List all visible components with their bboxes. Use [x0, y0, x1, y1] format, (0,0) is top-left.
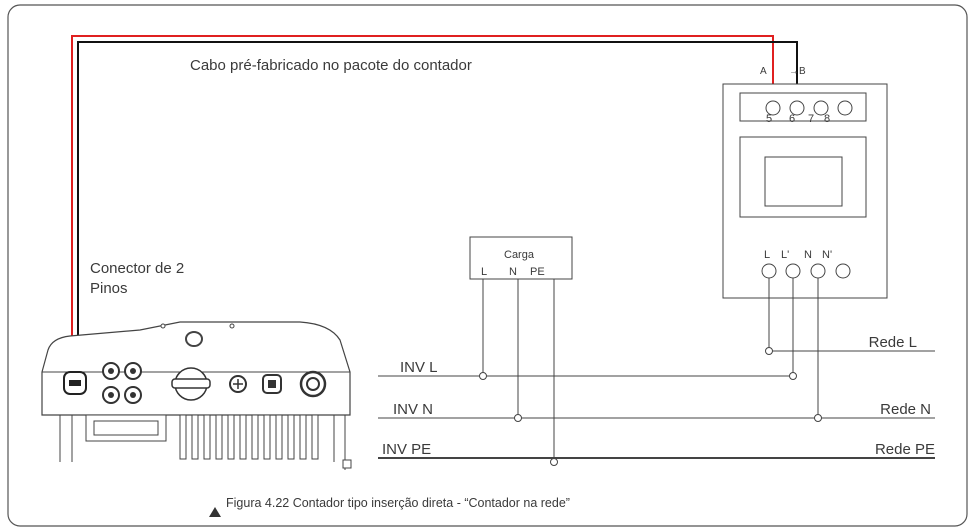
inverter-screw	[229, 323, 235, 329]
meter-top-terminal-label: 8	[824, 113, 830, 125]
dc-connector-icon	[130, 392, 136, 398]
inverter-top-knob	[185, 331, 203, 347]
junction	[514, 414, 522, 422]
junction	[479, 372, 487, 380]
meter-terminal-n	[810, 263, 826, 279]
grid-pe-label: Rede PE	[875, 441, 935, 458]
meter-terminal-l-prime	[785, 263, 801, 279]
meter-terminal-n-prime	[835, 263, 851, 279]
dc-connectors	[102, 362, 142, 404]
ac-connector-icon-inner	[306, 377, 320, 391]
arrow-icon: →	[789, 66, 799, 77]
meter-terminal-8	[837, 100, 853, 116]
inv-pe-label: INV PE	[382, 441, 431, 458]
comm-port-icon-inner	[268, 380, 276, 388]
meter-top-terminal-label: 7	[808, 113, 814, 125]
dc-connector-icon	[130, 368, 136, 374]
meter-label-a: A	[760, 66, 767, 77]
meter-terminal-6	[789, 100, 805, 116]
load-terminal-label: PE	[530, 266, 545, 278]
connector-label-line1: Conector de 2	[90, 260, 184, 277]
meter-label-b: B	[799, 66, 806, 77]
meter-bottom-terminal-label: L'	[781, 249, 789, 261]
meter-bottom-terminal-label: L	[764, 249, 770, 261]
vent-icon-cross	[233, 379, 243, 389]
inverter-foot	[342, 459, 352, 469]
cable-wire-a	[71, 35, 774, 372]
inverter	[41, 321, 352, 470]
inverter-bracket-inner	[93, 420, 159, 436]
dc-switch-handle	[171, 378, 211, 389]
load-terminal-label: L	[481, 266, 487, 278]
cable-wire-b	[77, 41, 798, 372]
dc-connector-icon	[108, 368, 114, 374]
meter-terminal-l	[761, 263, 777, 279]
meter-terminal-5	[765, 100, 781, 116]
junction	[765, 347, 773, 355]
meter-bottom-terminal-label: N	[804, 249, 812, 261]
junction	[789, 372, 797, 380]
load-title: Carga	[504, 249, 535, 261]
grid-l-label: Rede L	[869, 334, 917, 351]
load-terminal-label: N	[509, 266, 517, 278]
inv-l-label: INV L	[400, 359, 438, 376]
diagram-frame	[7, 4, 968, 527]
heatsink-fins	[179, 414, 319, 460]
inverter-screw	[160, 323, 166, 329]
meter-display	[764, 156, 843, 207]
meter-top-terminal-label: 5	[766, 113, 772, 125]
connector-label-line2: Pinos	[90, 280, 128, 297]
meter-terminal-7	[813, 100, 829, 116]
load-box-body	[469, 236, 573, 280]
inv-n-label: INV N	[393, 401, 433, 418]
cable-caption: Cabo pré-fabricado no pacote do contador	[190, 57, 472, 74]
grid-n-label: Rede N	[880, 401, 931, 418]
triangle-icon	[209, 507, 221, 517]
junction	[550, 458, 558, 466]
figure-caption: Figura 4.22 Contador tipo inserção diret…	[226, 496, 570, 510]
junction	[814, 414, 822, 422]
dc-connector-icon	[108, 392, 114, 398]
load-box: Carga L N PE	[469, 236, 573, 280]
meter-bottom-terminal-label: N'	[822, 249, 832, 261]
meter-top-terminal-label: 6	[789, 113, 795, 125]
energy-meter: A → B 5 6 7 8 L L' N N'	[722, 66, 888, 299]
two-pin-connector-inner	[69, 380, 81, 386]
